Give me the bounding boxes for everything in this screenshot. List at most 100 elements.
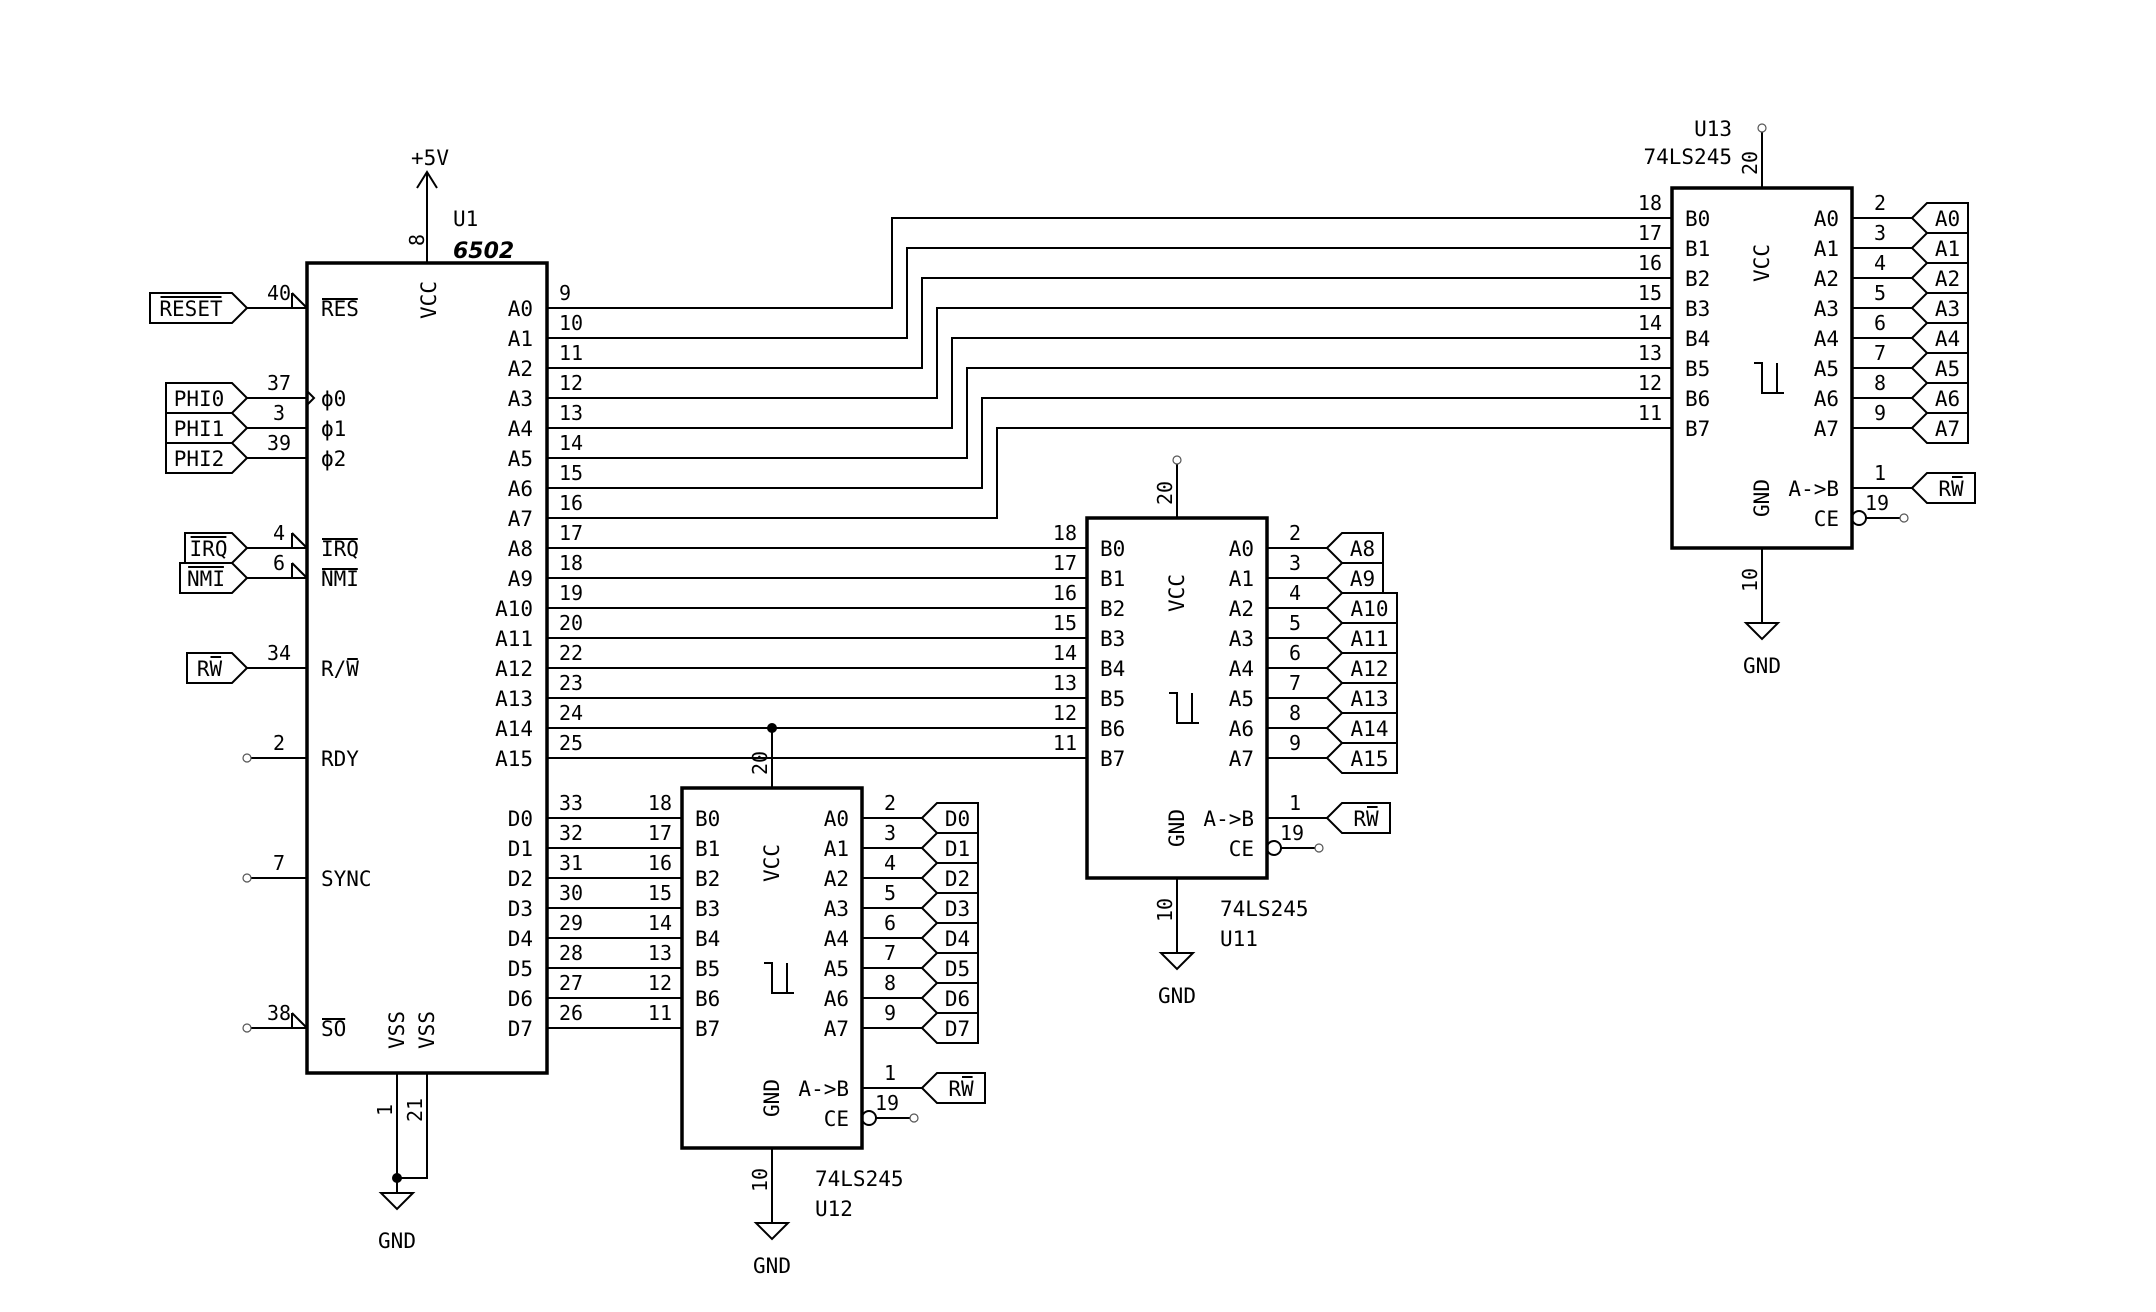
u11-pin-b6: B6	[1100, 717, 1125, 741]
net-label-d1-text: D1	[945, 837, 970, 861]
u13-pin-number: 8	[1874, 371, 1886, 395]
active-low-marker	[291, 563, 307, 579]
no-connect-marker	[1172, 455, 1182, 465]
u13-pin-a4: A4	[1814, 327, 1839, 351]
u13-pin-a7: A7	[1814, 417, 1839, 441]
net-label-a6	[1910, 382, 1969, 414]
u11-part-number: 74LS245	[1220, 897, 1309, 921]
u12-pin-number: 6	[884, 911, 896, 935]
cpu-u1-body	[305, 261, 549, 1075]
net-label-d2-text: D2	[945, 867, 970, 891]
u13-ref: U13	[1694, 117, 1732, 141]
u11-gnd-ground-icon	[1158, 952, 1196, 971]
u13-gnd-label: GND	[1743, 654, 1781, 678]
u11-pin-number: 11	[1053, 731, 1077, 755]
net-label-d0-text: D0	[945, 807, 970, 831]
u11-pin-number: 14	[1053, 641, 1077, 665]
cpu-pin-number: 12	[559, 371, 583, 395]
cpu-pin-d6: D6	[508, 987, 533, 1011]
net-label-rw	[1910, 472, 1976, 504]
u12-pin-a3: A3	[824, 897, 849, 921]
cpu-pin-a0: A0	[508, 297, 533, 321]
cpu-pin-number: 19	[559, 581, 583, 605]
net-label-a10	[1325, 592, 1398, 624]
u12-pin-a6: A6	[824, 987, 849, 1011]
u12-pin-number: 15	[648, 881, 672, 905]
net-label-nmi	[179, 562, 249, 594]
u13-pin-number: 7	[1874, 341, 1886, 365]
cpu-pin-number: 31	[559, 851, 583, 875]
inverter-bubble	[1266, 840, 1282, 856]
net-label-d4	[920, 922, 979, 954]
address-bus-wire-a7	[547, 427, 1672, 519]
u13-pin-number: 19	[1865, 491, 1889, 515]
address-bus-wire-a0	[547, 217, 1672, 309]
u11-pin-number: 13	[1053, 671, 1077, 695]
net-label-d7	[920, 1012, 979, 1044]
cpu-pin-number: 10	[559, 311, 583, 335]
u11-pin-a5: A5	[1229, 687, 1254, 711]
u11-pin-b5: B5	[1100, 687, 1125, 711]
cpu-pin-nmi: NMI	[321, 567, 359, 591]
cpu-pin-phi: ϕ2	[321, 447, 346, 471]
u11-pin-number: 6	[1289, 641, 1301, 665]
u12-gnd-pin-name: GND	[760, 1079, 784, 1117]
u13-pin-a3: A3	[1814, 297, 1839, 321]
u13-pin-a1: A1	[1814, 237, 1839, 261]
cpu-pin-number: 3	[273, 401, 285, 425]
u11-pin-number: 2	[1289, 521, 1301, 545]
no-connect-marker	[1314, 843, 1324, 853]
cpu-pin-number: 23	[559, 671, 583, 695]
net-label-rw-text: RW	[948, 1077, 974, 1101]
net-label-irq	[184, 532, 249, 564]
u13-pin-number: 1	[1874, 461, 1886, 485]
cpu-pin-a12: A12	[495, 657, 533, 681]
net-label-a2-text: A2	[1935, 267, 1960, 291]
schmitt-trigger-icon	[764, 962, 794, 994]
net-label-a13-text: A13	[1351, 687, 1389, 711]
cpu-pin-number: 38	[267, 1001, 291, 1025]
wires-layer	[247, 128, 1912, 1223]
junction-dot	[767, 723, 777, 733]
u13-vcc-pin-number: 20	[1738, 151, 1762, 175]
u11-pin-dir: A->B	[1203, 807, 1254, 831]
cpu-vss2-wire	[397, 1073, 428, 1179]
cpu-pin-number: 40	[267, 281, 291, 305]
vcc-arrow-icon	[416, 170, 438, 189]
active-low-marker	[291, 562, 308, 579]
u12-pin-a1: A1	[824, 837, 849, 861]
u11-pin-number: 8	[1289, 701, 1301, 725]
u13-pin-number: 6	[1874, 311, 1886, 335]
u13-pin-b0: B0	[1685, 207, 1710, 231]
u13-pin-number: 17	[1638, 221, 1662, 245]
u12-pin-number: 8	[884, 971, 896, 995]
u11-pin-ce: CE	[1229, 837, 1254, 861]
u13-gnd-ground-icon	[1743, 622, 1781, 641]
active-low-marker	[291, 293, 307, 309]
net-label-a10-text: A10	[1351, 597, 1389, 621]
cpu-ref: U1	[453, 207, 478, 231]
u13-pin-b2: B2	[1685, 267, 1710, 291]
net-label-rw-text: RW	[1938, 477, 1964, 501]
cpu-pin-number: 33	[559, 791, 583, 815]
u13-part-number: 74LS245	[1643, 145, 1732, 169]
cpu-pin-a2: A2	[508, 357, 533, 381]
cpu-pin-so: SO	[321, 1017, 346, 1041]
u11-body	[1085, 516, 1269, 880]
net-label-d5	[920, 952, 979, 984]
cpu-pin-irq: IRQ	[321, 537, 359, 561]
u12-pin-number: 4	[884, 851, 896, 875]
u12-ref: U12	[815, 1197, 853, 1221]
cpu-pin-a3: A3	[508, 387, 533, 411]
net-label-a5-text: A5	[1935, 357, 1960, 381]
u13-pin-number: 14	[1638, 311, 1662, 335]
u12-pin-number: 1	[884, 1061, 896, 1085]
net-label-d6	[920, 982, 979, 1014]
net-label-rw	[920, 1072, 986, 1104]
net-label-phi1	[165, 412, 249, 444]
net-label-a11-text: A11	[1351, 627, 1389, 651]
u12-pin-a5: A5	[824, 957, 849, 981]
u11-pin-b2: B2	[1100, 597, 1125, 621]
address-bus-wire-a1	[547, 247, 1672, 339]
cpu-pin-number: 20	[559, 611, 583, 635]
